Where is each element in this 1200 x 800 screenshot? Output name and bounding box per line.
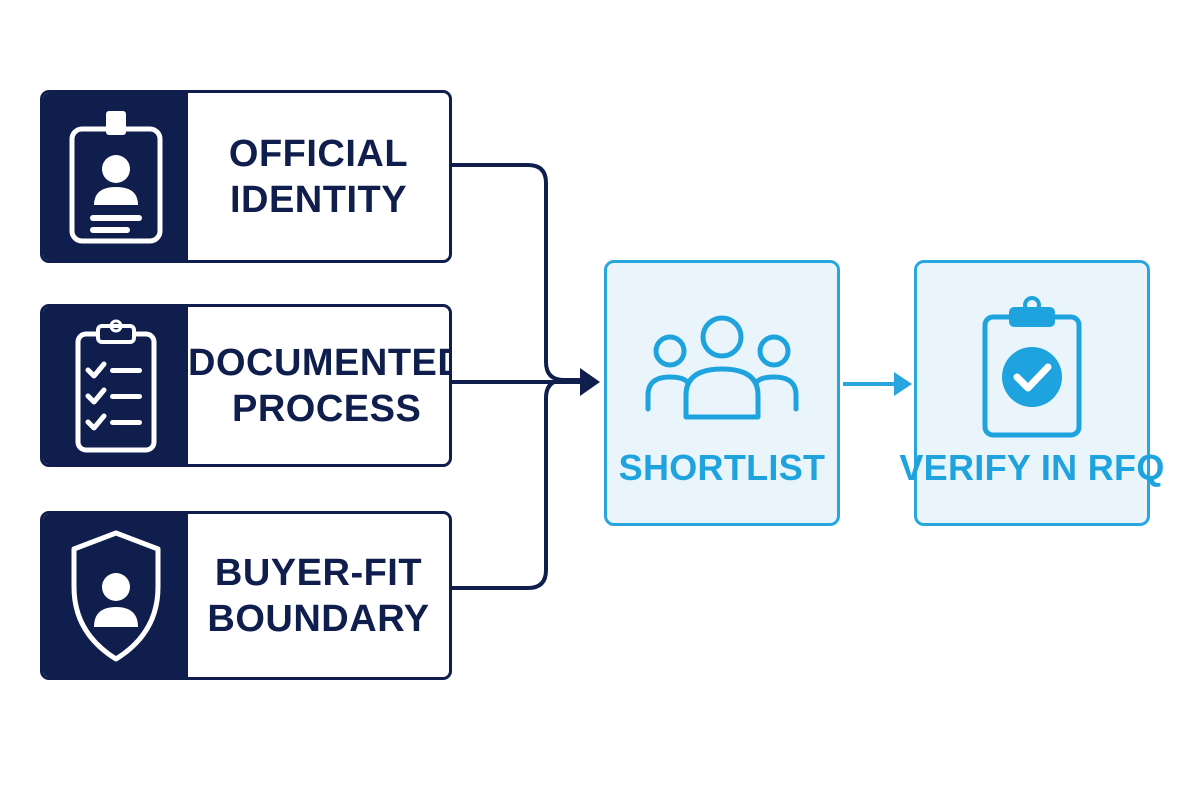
input-label-line-1: OFFICIAL [228,132,409,175]
input-label-line-2: BOUNDARY [207,597,430,640]
input-label: DOCUMENTED PROCESS [188,307,452,464]
step-card-shortlist: SHORTLIST [604,260,840,526]
input-label-line-1: BUYER-FIT [214,551,423,594]
icon-panel [43,307,188,464]
clipboard-checklist-icon [75,319,156,452]
input-card-buyer-fit-boundary: BUYER-FIT BOUNDARY [40,511,452,680]
input-label: BUYER-FIT BOUNDARY [188,514,449,677]
step-icon [977,296,1087,438]
id-badge-icon [69,110,162,243]
input-card-official-identity: OFFICIAL IDENTITY [40,90,452,263]
connector-boundary [452,378,582,590]
shield-person-icon [71,530,160,661]
input-label-line-2: PROCESS [232,387,422,430]
input-label-line-2: IDENTITY [229,178,408,221]
step-card-verify-in-rfq: VERIFY IN RFQ [899,260,1164,526]
arrowhead-to-shortlist [580,368,600,396]
input-label-line-1: DOCUMENTED [188,341,452,384]
step-label-verify-in-rfq: VERIFY IN RFQ [899,447,1165,488]
icon-panel [43,93,188,260]
step-icon [642,303,802,433]
clipboard-check-icon [982,296,1082,438]
arrowhead-to-verify [894,372,912,396]
step-label-shortlist: SHORTLIST [618,447,826,488]
group-icon [645,315,799,420]
icon-panel [43,514,188,677]
input-label: OFFICIAL IDENTITY [188,93,449,260]
connector-identity [452,163,582,382]
input-card-documented-process: DOCUMENTED PROCESS [40,304,452,467]
